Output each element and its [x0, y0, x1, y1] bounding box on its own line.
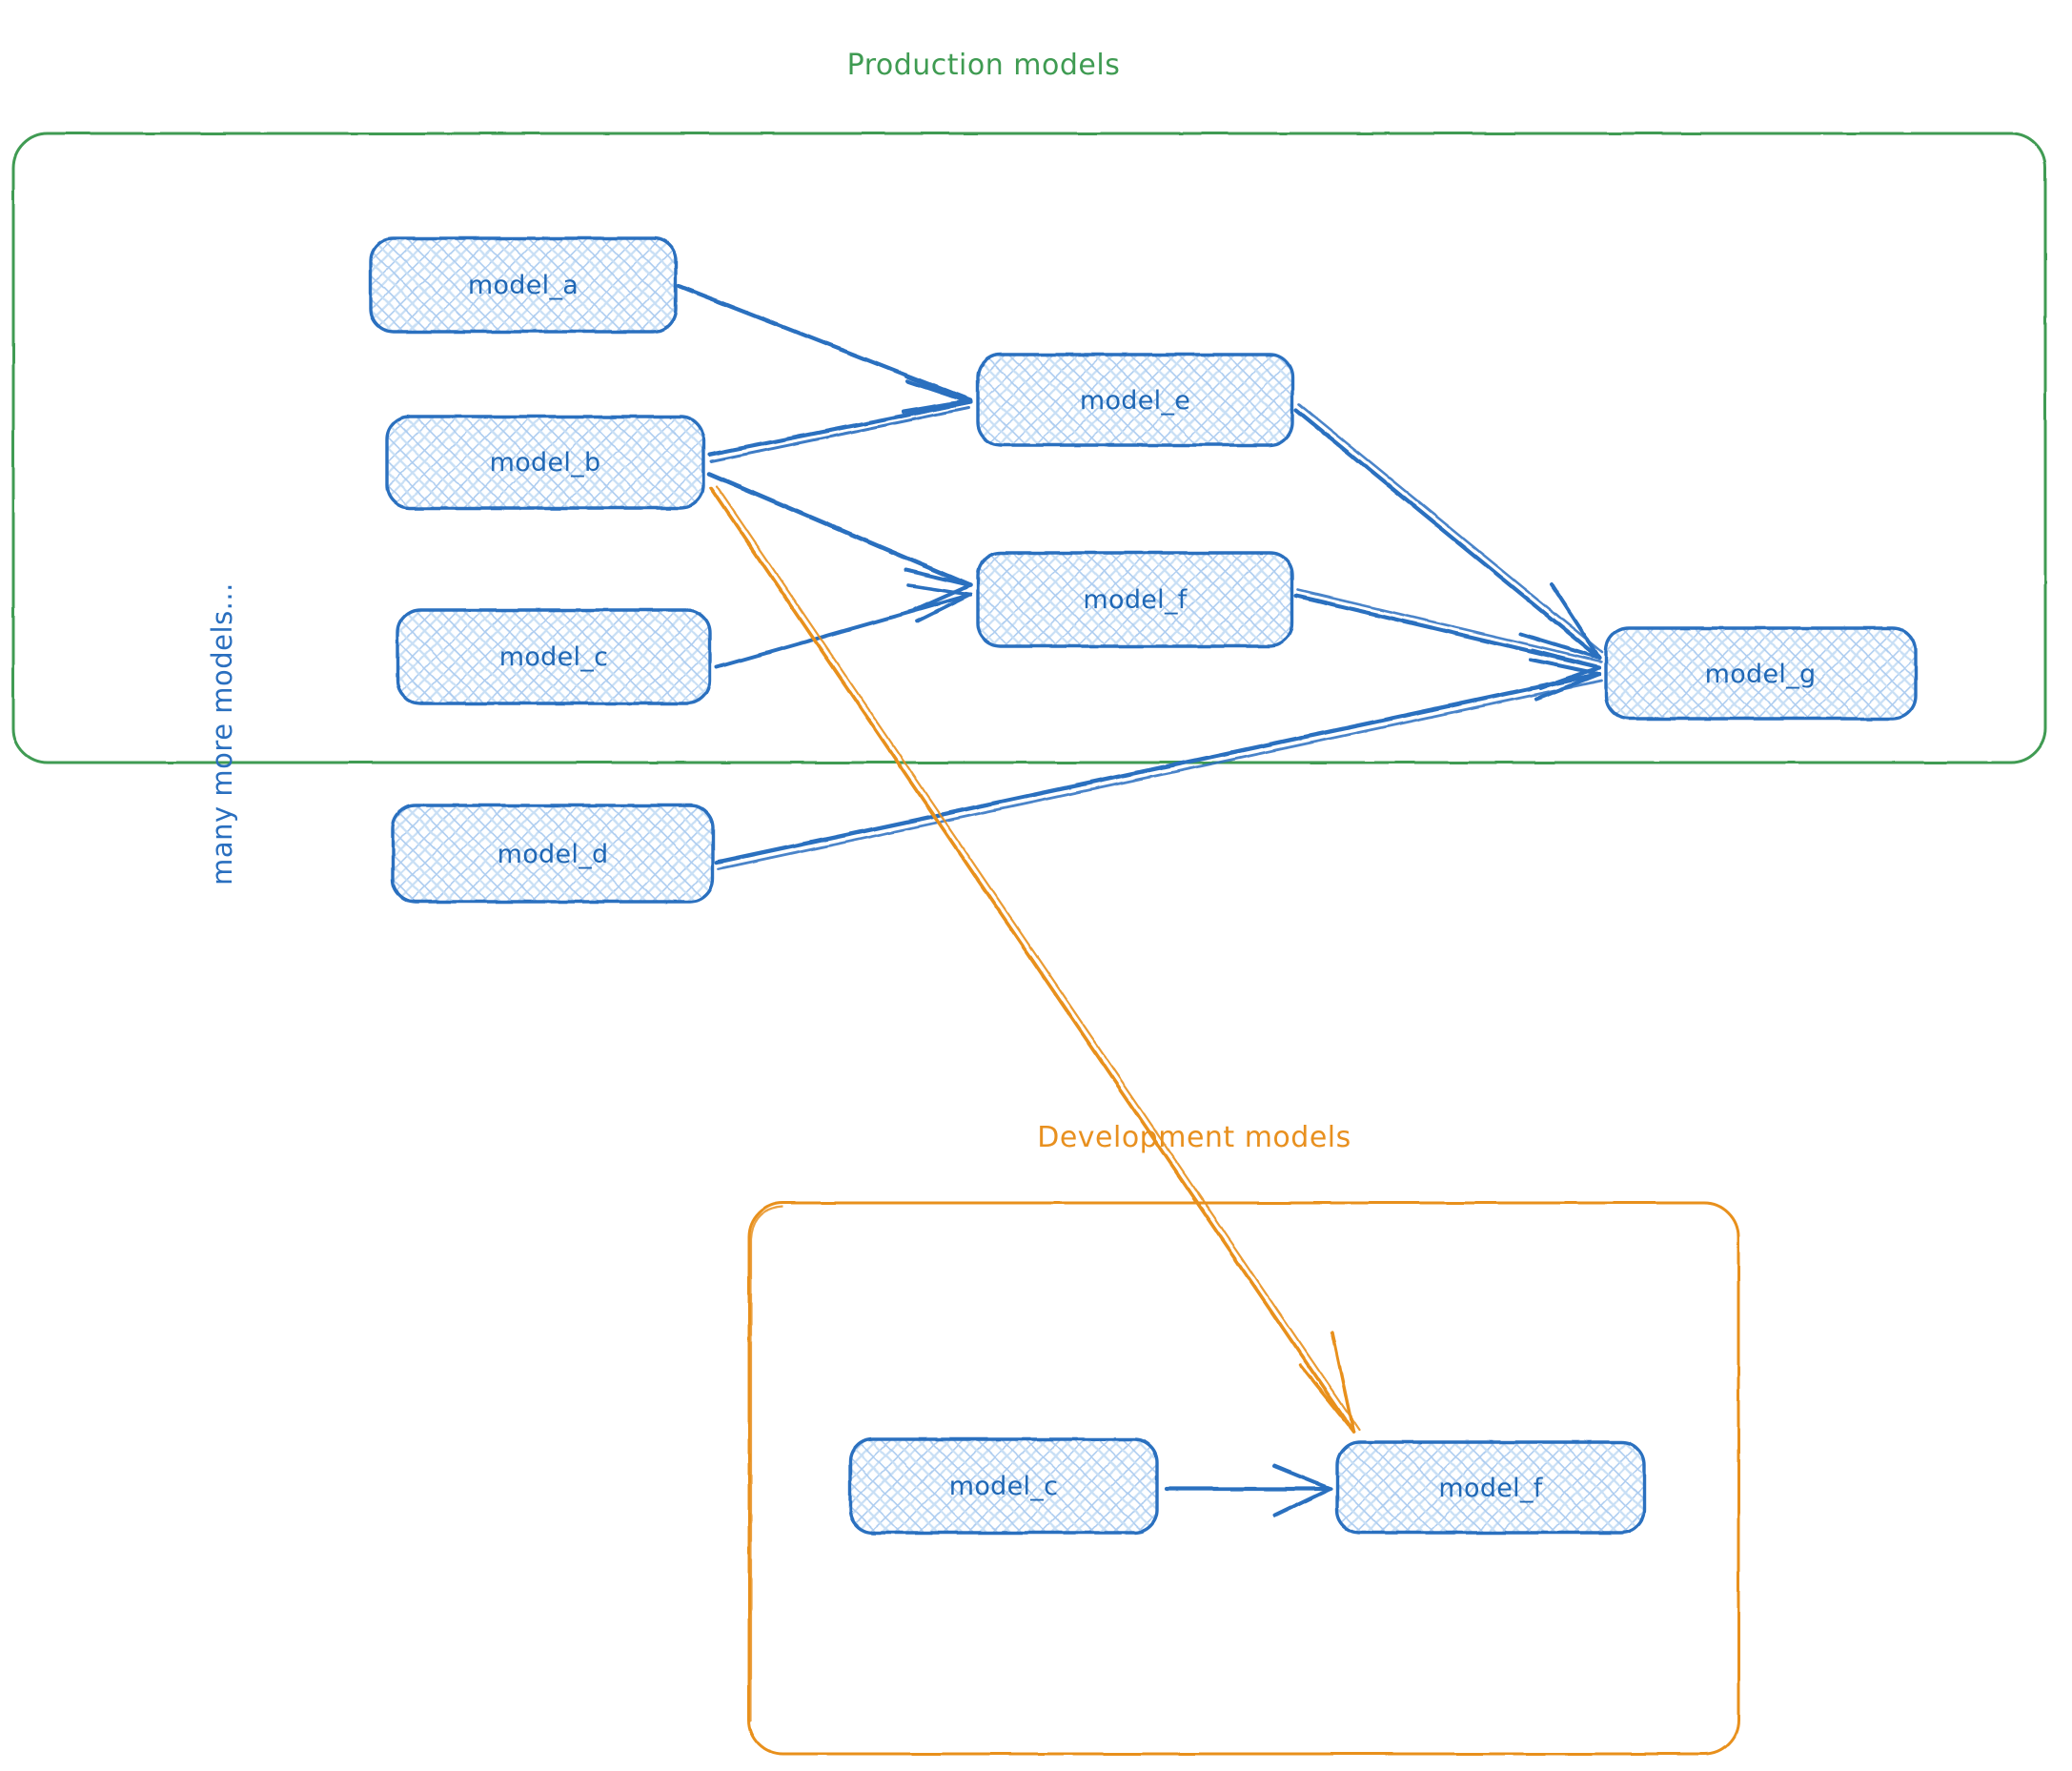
node-box [385, 415, 705, 510]
production-container-border [11, 132, 2047, 764]
node-box [1604, 626, 1918, 721]
node-box [848, 1437, 1159, 1535]
edge-e-to-g [1293, 402, 1604, 661]
node-box [396, 608, 712, 705]
node-prod-model-e[interactable]: model_e [976, 353, 1294, 447]
node-label-prod-model-c: model_c [499, 642, 609, 672]
node-prod-model-g[interactable]: model_g [1604, 626, 1918, 721]
node-label-dev-model-c: model_c [949, 1472, 1059, 1501]
node-box [976, 551, 1294, 648]
edge-f-to-g [1293, 588, 1603, 690]
node-label-dev-model-f: model_f [1438, 1474, 1543, 1503]
node-prod-model-f[interactable]: model_f [976, 551, 1294, 648]
edge-b-to-e [706, 379, 973, 463]
side-label-group: many more models... [206, 582, 238, 886]
node-prod-model-a[interactable]: model_a [369, 236, 678, 334]
edge-c-to-f [715, 583, 972, 669]
node-prod-model-d[interactable]: model_d [391, 804, 715, 904]
edge-dev-c-to-dev-f [1164, 1464, 1333, 1517]
node-prod-model-c[interactable]: model_c [396, 608, 712, 705]
node-label-prod-model-g: model_g [1705, 660, 1817, 689]
node-box [976, 353, 1294, 447]
node-dev-model-c[interactable]: model_c [848, 1437, 1159, 1535]
group-production: Production models [11, 49, 2047, 764]
group-title-development: Development models [1037, 1121, 1351, 1154]
node-box [1335, 1440, 1646, 1535]
edge-b-to-f [706, 471, 973, 612]
edge-d-to-g [714, 658, 1603, 871]
node-label-prod-model-d: model_d [498, 840, 609, 869]
node-label-prod-model-a: model_a [468, 271, 579, 300]
group-development: Development models [747, 1121, 1740, 1756]
edge-prod-b-to-dev-f [709, 484, 1361, 1434]
node-label-prod-model-b: model_b [490, 448, 601, 478]
node-label-prod-model-f: model_f [1083, 585, 1188, 615]
group-title-production: Production models [847, 49, 1121, 82]
node-box [391, 804, 715, 904]
many-more-models-label: many more models... [206, 582, 238, 886]
nodes-layer: model_a model_b model_c model_d [369, 236, 1918, 1535]
edges-layer [676, 283, 1604, 1517]
node-dev-model-f[interactable]: model_f [1335, 1440, 1646, 1535]
node-prod-model-b[interactable]: model_b [385, 415, 705, 510]
edge-a-to-e [676, 283, 973, 414]
node-label-prod-model-e: model_e [1080, 386, 1190, 416]
development-container-border [747, 1201, 1740, 1756]
node-box [369, 236, 678, 334]
